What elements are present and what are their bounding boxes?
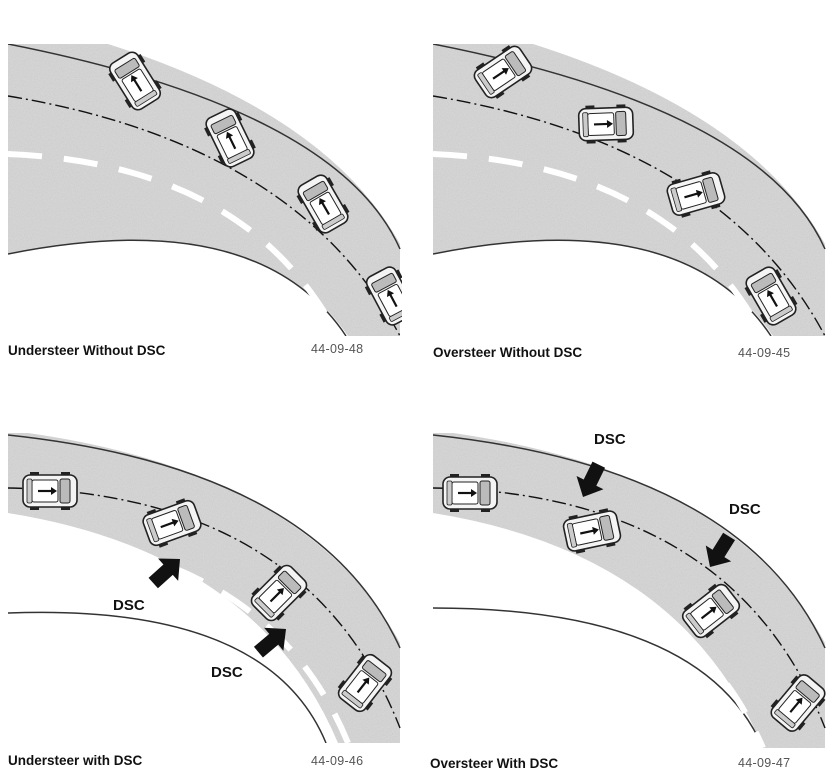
road-surface [8,44,400,336]
caption-understeer-with-dsc: Understeer with DSC [8,753,143,768]
vehicle-path-line [8,487,401,729]
road-outer-edge [8,434,401,649]
road-diagram [8,44,402,336]
figure-code: 44-09-47 [738,756,791,770]
dsc-label: DSC [594,431,626,448]
panel-understeer-without-dsc [8,44,402,336]
road-surface [433,433,825,748]
figure-code: 44-09-48 [311,342,364,356]
road-inner-edge [8,611,327,743]
caption-understeer-without-dsc: Understeer Without DSC [8,343,166,358]
panel-oversteer-with-dsc [433,433,827,748]
lane-marking [433,151,766,336]
caption-oversteer-with-dsc: Oversteer With DSC [430,756,559,771]
figure-code: 44-09-46 [311,754,364,768]
dsc-label: DSC [729,501,761,518]
car-icon [21,470,79,512]
lane-marking [8,530,351,743]
panel-oversteer-without-dsc [433,44,827,336]
road-surface [8,433,400,743]
figure-code: 44-09-45 [738,346,791,360]
panel-understeer-with-dsc [8,433,402,743]
road-diagram [8,433,401,743]
lane-marking [433,542,766,748]
caption-oversteer-without-dsc: Oversteer Without DSC [433,345,583,360]
car-icon [577,102,635,146]
road-surface [433,44,825,336]
vehicle-path-line [433,487,826,729]
road-diagram [433,433,827,748]
road-outer-edge [433,434,826,649]
lane-marking [8,151,341,336]
car-icon [441,472,499,514]
road-outer-edge [8,44,401,250]
dsc-label: DSC [113,597,145,614]
dsc-label: DSC [211,664,243,681]
road-diagram [433,44,826,336]
